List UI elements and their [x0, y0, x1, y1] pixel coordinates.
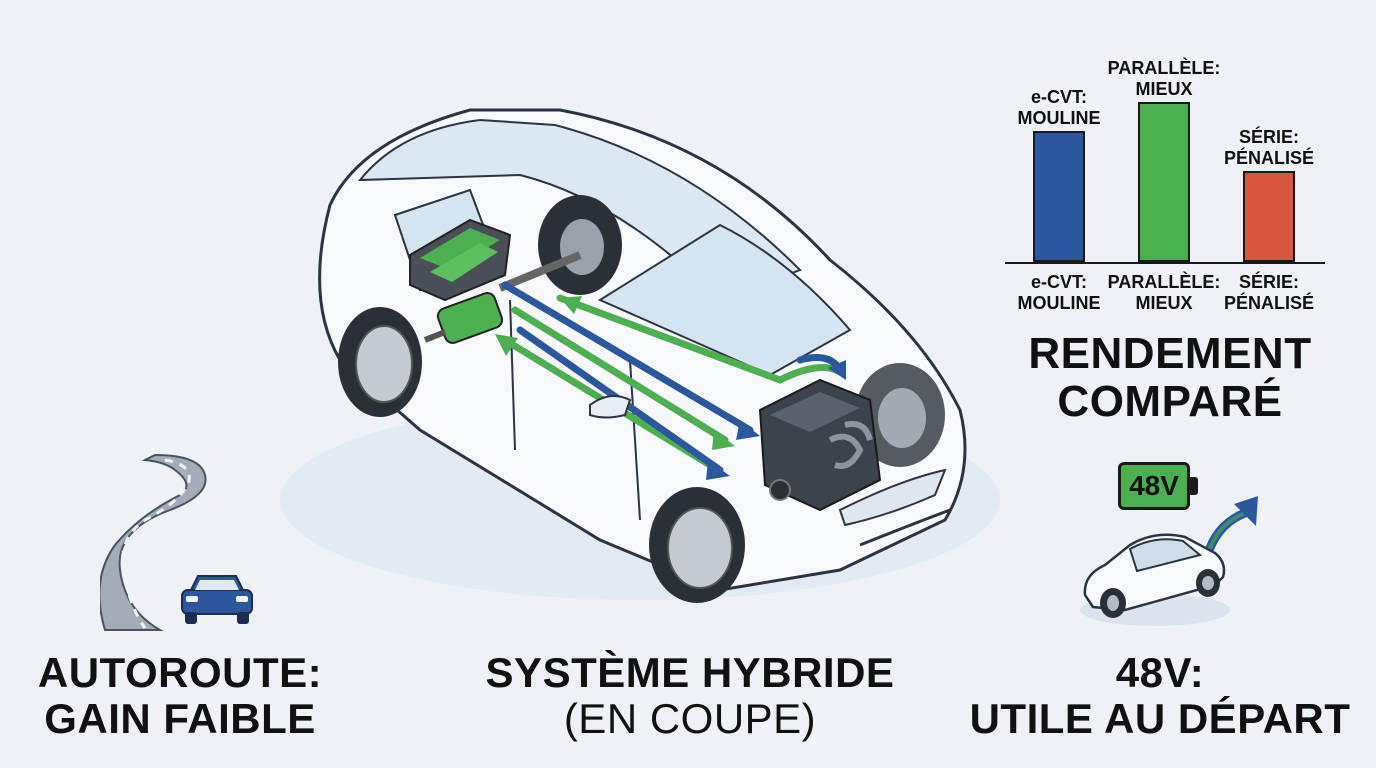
chart-category-label-line: PÉNALISÉ — [1223, 292, 1315, 313]
chart-bar-2 — [1138, 102, 1190, 262]
chart-title: RENDEMENT COMPARÉ — [1010, 329, 1330, 427]
battery-icon: 48V — [1118, 462, 1198, 512]
system-caption-line2: (EN COUPE) — [563, 695, 817, 743]
winding-road-icon — [100, 453, 207, 631]
wheel-rear-left — [338, 307, 422, 417]
wheel-front-right — [855, 363, 945, 467]
chart-bar-top-label-line: SÉRIE: — [1238, 127, 1299, 147]
front-grille — [859, 508, 951, 547]
wheel-rear-right — [538, 195, 622, 295]
rear-axle — [498, 251, 582, 292]
car-front-icon — [176, 566, 258, 630]
chart-title-line1: RENDEMENT — [1028, 329, 1312, 378]
v48-caption-line1: 48V: — [1115, 649, 1205, 696]
v48-caption-line2: UTILE AU DÉPART — [969, 695, 1351, 743]
system-caption-line1: SYSTÈME HYBRIDE — [485, 649, 895, 696]
chart-title-line2: COMPARÉ — [1057, 377, 1283, 427]
chart-category-label-line: MIEUX — [1135, 292, 1193, 313]
car-door-line — [509, 299, 641, 521]
chart-category-label-2: PARALLÈLE:MIEUX — [1104, 272, 1224, 313]
highway-caption-line2: GAIN FAIBLE — [44, 695, 316, 743]
chart-bar-top-label-3: SÉRIE:PÉNALISÉ — [1209, 127, 1329, 168]
chart-bar-1 — [1033, 131, 1085, 262]
headlight — [838, 468, 947, 527]
wheel-front-left — [649, 487, 745, 603]
chart-bar-3 — [1243, 171, 1295, 262]
highway-caption: AUTOROUTE: GAIN FAIBLE — [30, 649, 330, 743]
chart-bar-top-label-line: PARALLÈLE: — [1107, 58, 1221, 78]
battery-voltage-label: 48V — [1129, 470, 1179, 501]
chart-category-label-line: PARALLÈLE: — [1107, 272, 1221, 292]
chart-bar-top-label-1: e-CVT:MOULINE — [999, 87, 1119, 128]
car-windshield — [597, 223, 852, 377]
chart-category-label-line: MOULINE — [1017, 292, 1101, 313]
electric-motor — [423, 292, 504, 344]
chart-category-label-3: SÉRIE:PÉNALISÉ — [1209, 272, 1329, 313]
v48-caption: 48V: UTILE AU DÉPART — [960, 649, 1360, 743]
chart-category-label-line: e-CVT: — [1030, 272, 1087, 292]
side-mirror — [589, 395, 632, 419]
chart-bar-top-label-line: MIEUX — [1135, 78, 1193, 99]
chart-category-label-1: e-CVT:MOULINE — [999, 272, 1119, 313]
chart-category-label-line: SÉRIE: — [1238, 272, 1299, 292]
highway-caption-line1: AUTOROUTE: — [37, 649, 323, 696]
trend-up-arrow-icon — [1205, 496, 1258, 553]
system-caption: SYSTÈME HYBRIDE (EN COUPE) — [470, 649, 910, 743]
chart-bar-top-label-line: e-CVT: — [1030, 87, 1087, 107]
chart-bar-top-label-line: MOULINE — [1017, 107, 1101, 128]
combustion-engine — [758, 378, 882, 512]
chart-bar-top-label-line: PÉNALISÉ — [1223, 147, 1315, 168]
battery-pack — [409, 218, 512, 302]
chart-bar-top-label-2: PARALLÈLE:MIEUX — [1104, 58, 1224, 99]
small-car-icon — [1080, 533, 1230, 626]
chart-baseline — [1005, 262, 1325, 264]
